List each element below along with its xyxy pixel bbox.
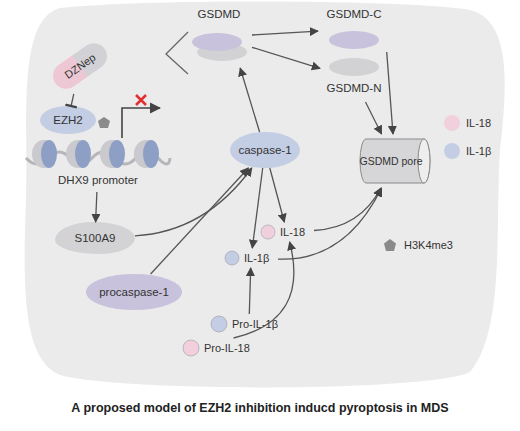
precursor-node: Pro-IL-18 [182, 338, 258, 358]
node-label: IL-18 [280, 222, 305, 242]
molecule-dot [183, 340, 199, 356]
protein-blob: S100A9 [55, 222, 135, 254]
cleavage-bracket [166, 32, 188, 74]
node-label: Pro-IL-18 [204, 338, 250, 358]
nucleosome-side [100, 140, 124, 168]
arrow-connector [135, 168, 252, 236]
dna-band: DHX9 promoter [26, 136, 170, 192]
arrow-connector [249, 268, 250, 314]
nucleosome-side [32, 140, 56, 168]
fragment-node: GSDMD-N [320, 56, 388, 102]
nucleosome-face [75, 140, 91, 168]
node-label: GSDMD [186, 8, 252, 20]
inhibition-connector [71, 94, 74, 106]
arrow-connector [96, 192, 97, 222]
protein-ellipse: procaspase-1 [86, 274, 182, 310]
node-label: Pro-IL-1β [232, 314, 278, 334]
legend-swatch [444, 143, 460, 159]
molecule-dot [211, 316, 227, 332]
cell-body [25, 1, 505, 387]
node-shape [320, 56, 388, 102]
nucleosome-face [109, 140, 125, 168]
arrow-connector [252, 31, 318, 35]
protein-ellipse: EZH2 [40, 106, 96, 134]
fragment-node: GSDMD-C [318, 6, 390, 52]
legend-label: IL-18 [466, 114, 491, 132]
histone-mark-symbol [384, 239, 396, 251]
protein-stack: GSDMD [186, 6, 252, 68]
precursor-node: Pro-IL-1β [210, 314, 288, 334]
arrow-connector [151, 168, 249, 274]
nucleosome-face [143, 140, 159, 168]
molecule-dot [225, 251, 239, 265]
block-cross [136, 95, 146, 105]
cytokine-node: IL-1β [224, 248, 278, 268]
cytokine-node: IL-18 [260, 222, 314, 242]
arrow-connector [240, 68, 259, 132]
nucleosome-face [41, 140, 57, 168]
node-label: GSDMD-N [320, 82, 388, 94]
protein-ellipse: caspase-1 [230, 132, 300, 168]
drug-capsule: DZNep [48, 38, 112, 94]
node-label: DZNep [48, 38, 112, 94]
arrow-connector [366, 102, 382, 134]
pore-cylinder: GSDMD pore [356, 134, 434, 188]
fragment-c [329, 31, 379, 49]
molecule-dot [261, 225, 275, 239]
arrow-connector [252, 168, 262, 248]
node-label: EZH2 [40, 106, 96, 134]
node-label: GSDMD pore [360, 134, 422, 188]
nucleosome-side [66, 140, 90, 168]
legend-swatch [444, 115, 460, 131]
node-label: caspase-1 [230, 132, 300, 168]
legend-label: IL-1β [466, 142, 491, 160]
node-label: procaspase-1 [86, 274, 182, 310]
nucleosome-side [134, 140, 158, 168]
node-label: S100A9 [55, 222, 135, 254]
figure-caption: A proposed model of EZH2 inhibition indu… [0, 401, 520, 415]
arrow-connector [278, 188, 382, 259]
node-label: DHX9 promoter [26, 174, 170, 186]
legend-label: H3K4me3 [404, 236, 453, 254]
arrow-connector [387, 52, 393, 134]
arrow-connector [234, 242, 294, 338]
arrow-connector [314, 188, 381, 231]
node-label: GSDMD-C [318, 8, 390, 20]
arrow-connector [252, 47, 320, 68]
fragment-n [329, 58, 379, 76]
fragment-c [192, 33, 242, 51]
legend-symbol [383, 238, 397, 252]
node-label: IL-1β [244, 248, 269, 268]
histone-mark-symbol [98, 117, 110, 128]
transcription-arrow [122, 108, 160, 138]
arrow-connector [270, 168, 285, 222]
